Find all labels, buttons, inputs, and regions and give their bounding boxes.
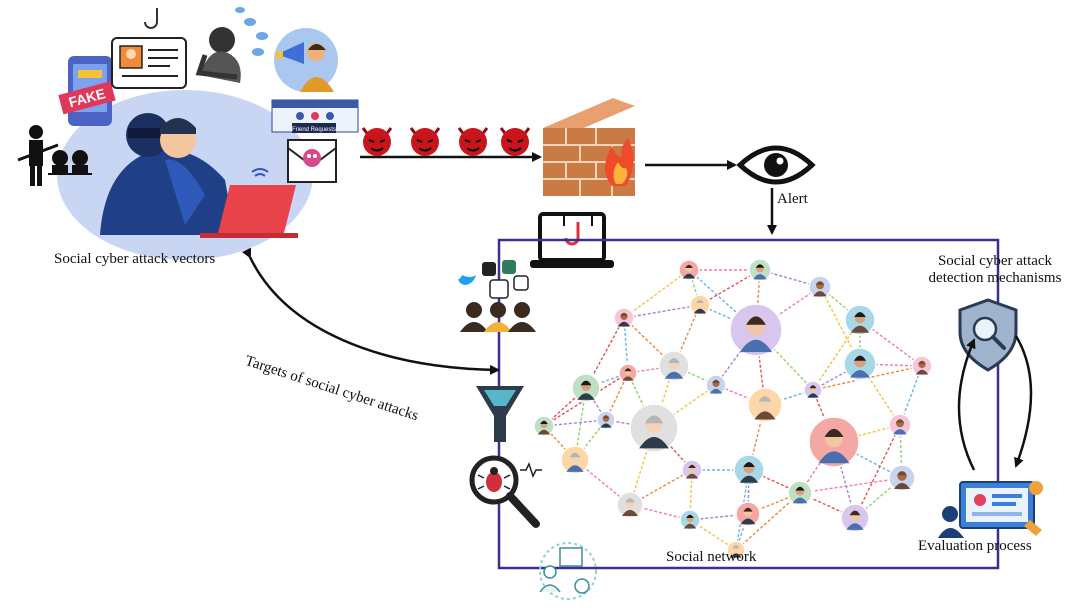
avatar-icon bbox=[747, 387, 783, 423]
network-edge bbox=[715, 384, 766, 406]
dashboard-screen-icon bbox=[938, 481, 1043, 538]
network-edge bbox=[799, 477, 903, 494]
detection-label: Social cyber attack detection mechanisms bbox=[925, 253, 1065, 287]
avatar-icon bbox=[689, 294, 711, 316]
avatar-icon bbox=[705, 374, 727, 396]
armed-hackers-icon bbox=[17, 125, 92, 186]
network-edge bbox=[899, 424, 903, 479]
network-edge bbox=[623, 269, 690, 319]
support-people-icon bbox=[539, 542, 597, 600]
devil-icon bbox=[409, 127, 441, 156]
avatar-icon bbox=[787, 480, 813, 506]
laptop-hook-icon bbox=[530, 212, 614, 268]
bug-magnifier-icon bbox=[469, 455, 542, 528]
detection-to-evaluation-arrow bbox=[1014, 335, 1033, 468]
evaluation-to-detection-arrow bbox=[957, 338, 976, 471]
avatar-icon bbox=[681, 459, 703, 481]
devil-icons bbox=[361, 127, 531, 156]
social-network-label: Social network bbox=[666, 549, 757, 565]
avatar-icon bbox=[840, 503, 870, 533]
network-edge bbox=[629, 469, 693, 506]
friend-request-popup-icon: Friend Requests bbox=[271, 99, 359, 133]
attack-vectors-label: Social cyber attack vectors bbox=[54, 251, 216, 267]
avatar-icon bbox=[613, 307, 635, 329]
avatar-icon bbox=[618, 363, 638, 383]
avatar-icon bbox=[533, 415, 555, 437]
targets-arrow bbox=[242, 247, 500, 375]
users-group-icon bbox=[460, 302, 536, 332]
filter-funnel-icon bbox=[476, 386, 524, 442]
eye-icon bbox=[736, 145, 816, 185]
firewall-icon bbox=[543, 98, 635, 196]
avatar-icon bbox=[911, 355, 933, 377]
avatar-icon bbox=[629, 403, 679, 453]
avatar-icon bbox=[748, 258, 772, 282]
network-edge bbox=[755, 329, 814, 391]
friend-request-text: Friend Requests bbox=[292, 127, 336, 133]
avatar-icon bbox=[678, 259, 700, 281]
network-edge bbox=[605, 372, 629, 421]
hacker-with-laptop-icon bbox=[100, 113, 298, 238]
twitter-icon bbox=[458, 275, 476, 285]
fake-profile-phone-icon: FAKE bbox=[58, 56, 116, 126]
network-nodes bbox=[533, 258, 933, 560]
network-edge bbox=[819, 286, 861, 321]
avatar-icon bbox=[616, 491, 644, 519]
avatar-icon bbox=[658, 350, 690, 382]
avatar-icon bbox=[735, 501, 761, 527]
network-edge bbox=[812, 319, 861, 391]
avatar-icon bbox=[596, 410, 616, 430]
sad-person-icon bbox=[195, 7, 268, 83]
network-edge bbox=[755, 286, 821, 331]
avatar-icon bbox=[679, 509, 701, 531]
avatar-icon bbox=[888, 413, 912, 437]
network-edge bbox=[543, 372, 629, 427]
network-edge bbox=[623, 304, 701, 319]
avatar-icon bbox=[560, 445, 590, 475]
devil-icon bbox=[457, 127, 489, 156]
attack-vectors-illustration: FAKE bbox=[17, 7, 359, 260]
detection-label-line2: detection mechanisms bbox=[928, 270, 1062, 286]
network-edge bbox=[812, 363, 861, 391]
phishing-email-icon bbox=[287, 139, 337, 183]
id-card-hook-icon bbox=[111, 8, 187, 89]
megaphone-person-icon bbox=[274, 28, 338, 92]
avatar-icon bbox=[808, 416, 860, 468]
avatar-icon bbox=[726, 540, 746, 560]
avatar-icon bbox=[729, 303, 783, 357]
detection-label-line1: Social cyber attack bbox=[937, 253, 1053, 269]
network-edge bbox=[735, 492, 801, 551]
avatar-icon bbox=[803, 380, 823, 400]
shield-search-icon bbox=[958, 298, 1018, 372]
avatar-icon bbox=[571, 373, 601, 403]
avatar-icon bbox=[888, 464, 916, 492]
devil-icon bbox=[499, 127, 531, 156]
network-edge bbox=[854, 424, 901, 519]
devil-icon bbox=[361, 127, 393, 156]
avatar-icon bbox=[844, 304, 876, 336]
social-apps-icon bbox=[482, 260, 529, 299]
avatar-icon bbox=[808, 275, 832, 299]
fire-icon bbox=[605, 138, 634, 186]
avatar-icon bbox=[733, 454, 765, 486]
evaluation-label: Evaluation process bbox=[918, 538, 1032, 554]
alert-label: Alert bbox=[777, 191, 808, 207]
avatar-icon bbox=[843, 347, 877, 381]
